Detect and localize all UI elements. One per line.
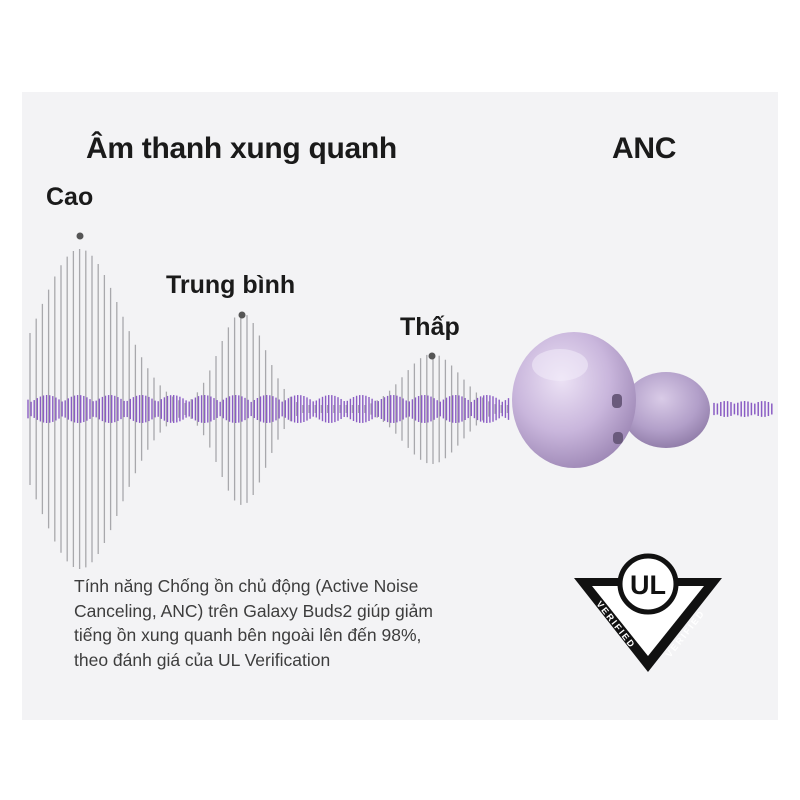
ambient-sound-heading: Âm thanh xung quanh: [86, 132, 397, 165]
anc-wave-bars: [27, 395, 510, 423]
level-high-marker: [76, 232, 84, 240]
ambient-wave-bars: [29, 249, 509, 569]
anc-output-wave-bars: [713, 401, 773, 417]
level-low-label: Thấp: [400, 313, 460, 341]
ul-verified-badge-icon: UL VERIFIED VERIFIED: [574, 553, 722, 672]
anc-heading: ANC: [612, 132, 677, 165]
level-low-marker: [428, 352, 436, 360]
level-medium-marker: [238, 311, 246, 319]
galaxy-buds-earbud-image: [512, 332, 710, 468]
level-medium-label: Trung bình: [166, 271, 296, 299]
ul-logo-text: UL: [630, 570, 666, 600]
anc-description-text: Tính năng Chống ồn chủ động (Active Nois…: [74, 576, 433, 670]
level-high-label: Cao: [46, 183, 94, 211]
